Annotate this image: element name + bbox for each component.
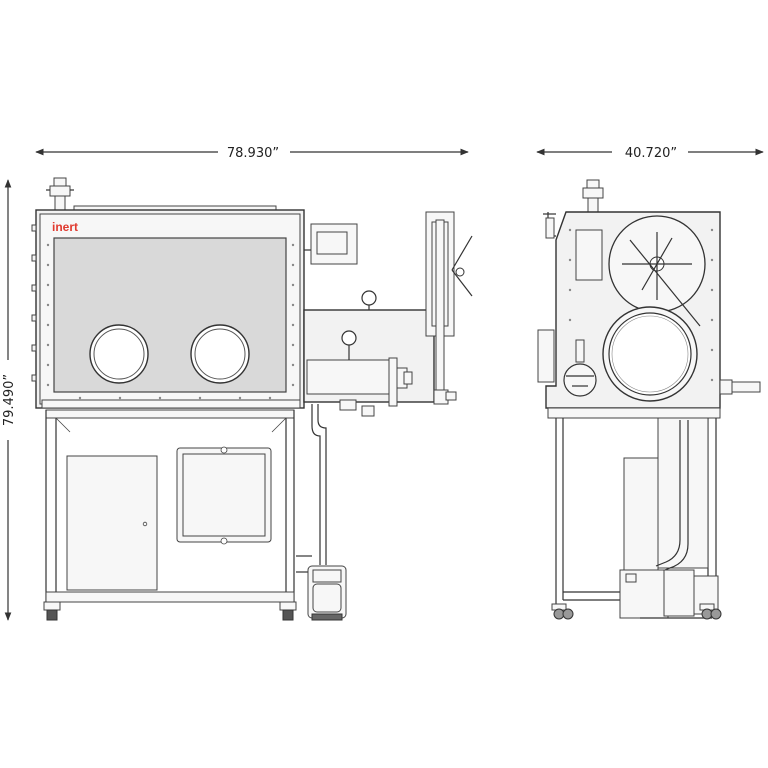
antechamber [303, 290, 435, 407]
height-dimension: 79.490” [2, 179, 17, 621]
glove-port-left [89, 324, 149, 384]
vacuum-pump [307, 565, 347, 621]
side-small-port [563, 339, 597, 397]
vacuum-piping [296, 399, 375, 573]
casters-side [551, 603, 722, 620]
front-width-dimension: 78.930” [35, 146, 469, 161]
gauge-icon [341, 330, 357, 346]
window-bolts [46, 243, 295, 400]
stand-frame [45, 409, 295, 604]
side-depth-dimension: 40.720” [536, 146, 764, 161]
side-panel [575, 229, 603, 281]
viewing-window [53, 237, 287, 393]
brand-logo: inert [52, 220, 78, 234]
antechamber-door [425, 211, 473, 405]
side-connector [719, 379, 761, 395]
side-depth-label: 40.720” [625, 146, 677, 161]
access-panel [176, 446, 272, 545]
side-bolts [568, 228, 714, 382]
casters-front [43, 601, 297, 621]
side-round-port [602, 306, 698, 402]
front-view: inert [31, 177, 473, 621]
side-handle [543, 212, 556, 239]
gauge-icon [361, 290, 377, 306]
side-view [537, 179, 761, 620]
height-label: 79.490” [2, 374, 17, 426]
control-screen [304, 223, 358, 265]
chamber-side-bolts [31, 224, 37, 382]
cabinet-door [66, 455, 158, 591]
side-side-box [537, 329, 555, 383]
purifier-cabinet [623, 417, 709, 573]
glove-port-right [190, 324, 250, 384]
door-knob-icon [142, 521, 148, 527]
front-width-label: 78.930” [227, 146, 279, 161]
top-valve [46, 177, 74, 211]
side-top-valve [582, 179, 604, 213]
